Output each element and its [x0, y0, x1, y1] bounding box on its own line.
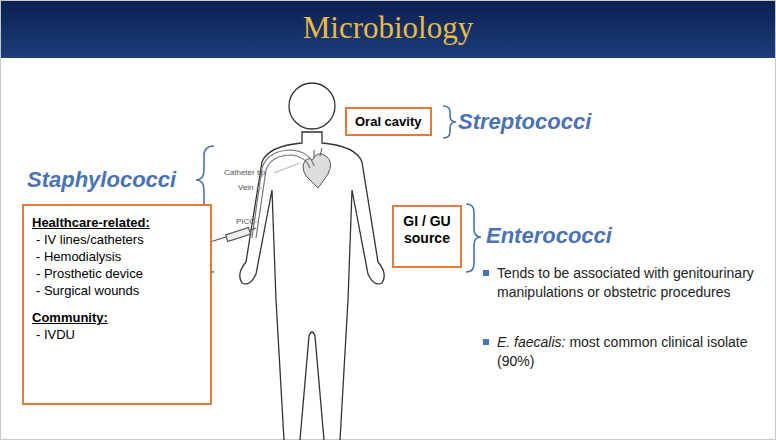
- list-item: - Hemodialysis: [32, 248, 202, 265]
- syringe: [210, 227, 256, 242]
- space: [565, 334, 569, 350]
- source-box: Healthcare-related:- IV lines/catheters-…: [22, 204, 212, 405]
- bracket: [196, 106, 481, 272]
- bullet-marker: [483, 270, 489, 345]
- box-label: Oral cavity: [355, 113, 422, 130]
- species-name: E. faecalis:: [497, 334, 565, 350]
- part-label: PICC: [236, 217, 255, 226]
- organism-label: Enterococci: [486, 223, 612, 249]
- bullet-text: E. faecalis: most common clinical isolat…: [497, 333, 767, 371]
- human-figure: [240, 83, 385, 440]
- list-item: - Surgical wounds: [32, 282, 202, 299]
- list-item: - IV lines/catheters: [32, 231, 202, 248]
- list-item: - Prosthetic device: [32, 265, 202, 282]
- slide-title: Microbiology: [0, 10, 776, 46]
- catheter: [252, 150, 314, 238]
- list-heading: Community:: [32, 309, 202, 326]
- bullet-text: Tends to be associated with genitourinar…: [497, 264, 767, 302]
- site-box: Oral cavity: [345, 107, 432, 136]
- part-label: Catheter tip: [224, 168, 265, 177]
- organism-label: Streptococci: [458, 109, 591, 135]
- list-heading: Healthcare-related:: [32, 214, 202, 231]
- heart-icon: [303, 148, 331, 188]
- part-label: Vein: [238, 183, 254, 192]
- list-item: - IVDU: [32, 326, 202, 343]
- organism-label: Staphylococci: [27, 167, 176, 193]
- site-box: GI / GU source: [392, 205, 462, 268]
- box-label: GI / GU source: [398, 213, 456, 247]
